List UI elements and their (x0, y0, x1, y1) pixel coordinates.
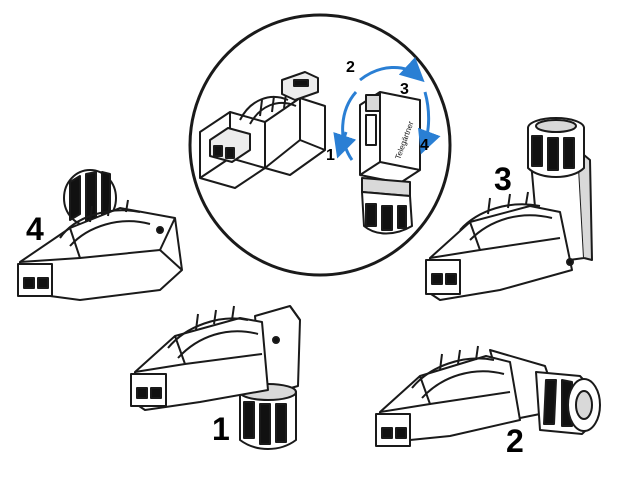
connector-position-4 (17, 169, 183, 301)
inset-arrow-label-1: 1 (326, 147, 335, 164)
position-label-3: 3 (494, 161, 512, 197)
inset-detail: Telegärtner 1 2 3 4 (188, 13, 452, 277)
rj45-connector-icon (199, 71, 326, 189)
inset-arrow-label-2: 2 (346, 59, 355, 76)
position-label-2: 2 (506, 423, 524, 459)
position-label-1: 1 (212, 411, 230, 447)
connector-position-1 (130, 305, 301, 450)
inset-arrow-label-4: 4 (420, 137, 429, 154)
position-label-4: 4 (26, 211, 44, 247)
connector-position-3 (425, 117, 593, 301)
inset-arrow-label-3: 3 (400, 81, 409, 98)
cable-connector-body: Telegärtner (359, 91, 421, 235)
connector-position-2 (375, 345, 601, 447)
rotation-arrow-icon (333, 57, 441, 161)
